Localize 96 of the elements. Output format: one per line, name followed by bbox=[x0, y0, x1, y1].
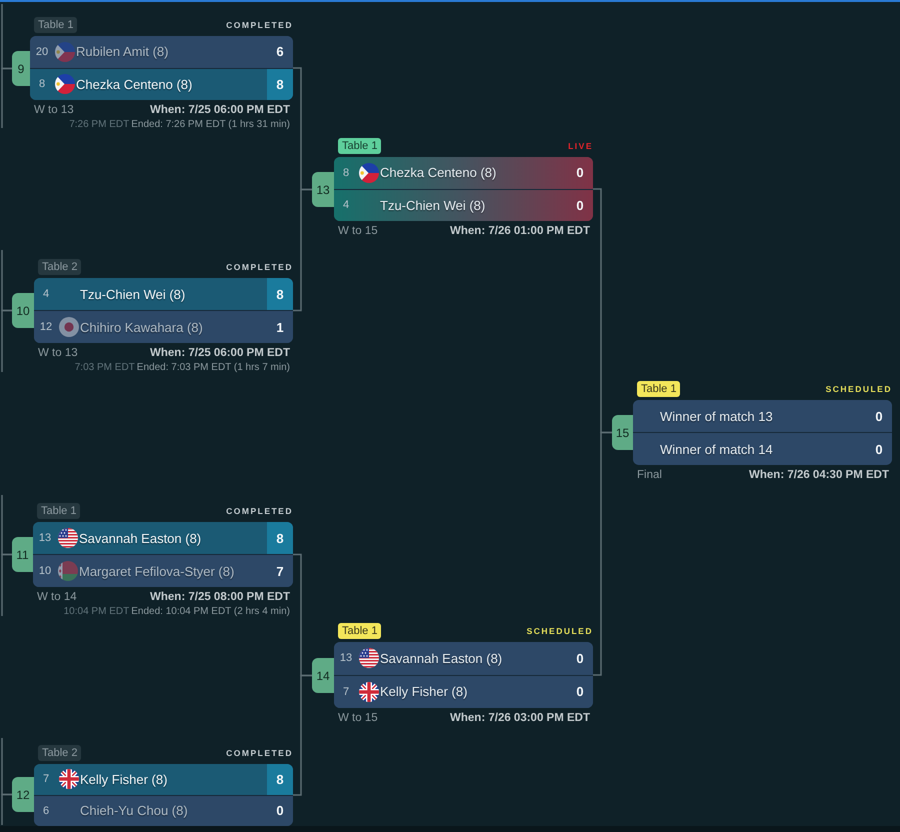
next-match-note: W to 15 bbox=[338, 225, 378, 237]
score: 8 bbox=[267, 764, 293, 794]
next-match-note: W to 15 bbox=[338, 712, 378, 724]
status-label: COMPLETED bbox=[226, 262, 293, 273]
status-label: SCHEDULED bbox=[826, 384, 892, 395]
score: 0 bbox=[874, 408, 884, 426]
bracket-line bbox=[1, 794, 12, 825]
score: 0 bbox=[275, 802, 285, 820]
player-name: Rubilen Amit (8) bbox=[75, 44, 170, 60]
table-tag: Table 1 bbox=[338, 138, 382, 154]
scheduled-time: When: 7/26 04:30 PM EDT bbox=[749, 469, 889, 481]
player-name: Chezka Centeno (8) bbox=[75, 76, 194, 92]
end-time: Ended: 10:04 PM EDT (2 hrs 4 min) bbox=[131, 606, 290, 617]
player-name: Kelly Fisher (8) bbox=[379, 684, 468, 700]
next-match-note: W to 14 bbox=[37, 591, 77, 603]
seed-number: 6 bbox=[42, 804, 50, 817]
seed-number: 13 bbox=[338, 652, 354, 664]
player-row bbox=[334, 188, 593, 221]
score: 0 bbox=[575, 683, 585, 702]
player-row bbox=[633, 432, 892, 465]
score: 8 bbox=[267, 522, 293, 554]
faint-end-time: 10:04 PM EDT bbox=[64, 606, 130, 617]
faint-end-time: 7:26 PM EDT bbox=[69, 119, 130, 130]
match-number-tab: 9 bbox=[12, 51, 30, 86]
next-match-note: W to 13 bbox=[34, 104, 74, 116]
player-name: Tzu-Chien Wei (8) bbox=[79, 286, 186, 302]
match-number-tab: 13 bbox=[312, 172, 334, 207]
player-row bbox=[34, 278, 293, 310]
score: 7 bbox=[275, 562, 285, 580]
scheduled-time: When: 7/26 03:00 PM EDT bbox=[450, 712, 590, 724]
player-name: Chieh-Yu Chou (8) bbox=[79, 803, 189, 818]
seed-number: 7 bbox=[342, 686, 350, 698]
bracket-line bbox=[293, 188, 312, 312]
scheduled-time: When: 7/25 06:00 PM EDT bbox=[150, 104, 290, 116]
table-tag: Table 2 bbox=[38, 259, 82, 275]
table-tag: Table 1 bbox=[37, 503, 80, 519]
next-match-note: W to 13 bbox=[38, 347, 78, 359]
score: 0 bbox=[575, 164, 585, 182]
scheduled-time: When: 7/25 06:00 PM EDT bbox=[150, 347, 290, 359]
seed-number: 20 bbox=[34, 46, 50, 58]
player-name: Kelly Fisher (8) bbox=[79, 772, 168, 787]
player-name: Chihiro Kawahara (8) bbox=[79, 320, 204, 334]
seed-number: 4 bbox=[42, 288, 50, 300]
score: 0 bbox=[874, 440, 884, 458]
player-name: Winner of match 13 bbox=[659, 408, 774, 424]
player-row bbox=[33, 554, 293, 587]
bracket-line bbox=[1, 68, 12, 128]
match-number-tab: 10 bbox=[12, 293, 34, 328]
end-time: Ended: 7:03 PM EDT (1 hrs 7 min) bbox=[136, 362, 290, 373]
score: 6 bbox=[275, 43, 285, 62]
status-label: COMPLETED bbox=[226, 506, 293, 517]
status-label: COMPLETED bbox=[226, 20, 293, 31]
player-row bbox=[30, 68, 293, 100]
score: 8 bbox=[267, 278, 293, 310]
next-match-note: Final bbox=[637, 469, 662, 481]
seed-number: 8 bbox=[38, 78, 46, 90]
match-number-tab: 15 bbox=[612, 415, 633, 450]
table-tag: Table 2 bbox=[38, 745, 82, 761]
status-label: LIVE bbox=[568, 141, 593, 152]
status-label: COMPLETED bbox=[226, 748, 293, 759]
bracket-line bbox=[1, 310, 12, 372]
player-name: Savannah Easton (8) bbox=[78, 530, 202, 546]
status-label: SCHEDULED bbox=[526, 626, 593, 637]
score: 0 bbox=[575, 196, 585, 215]
match-number-tab: 11 bbox=[12, 537, 33, 572]
seed-number: 10 bbox=[38, 565, 52, 577]
table-tag: Table 1 bbox=[637, 381, 680, 397]
seed-number: 4 bbox=[342, 199, 350, 212]
score: 0 bbox=[575, 650, 585, 668]
player-row bbox=[334, 674, 593, 708]
player-row bbox=[34, 764, 293, 794]
end-time: Ended: 7:26 PM EDT (1 hrs 31 min) bbox=[131, 119, 290, 130]
seed-number: 8 bbox=[342, 166, 350, 179]
seed-number: 12 bbox=[38, 321, 54, 333]
score: 1 bbox=[275, 318, 285, 336]
player-name: Chezka Centeno (8) bbox=[379, 165, 498, 180]
player-name: Margaret Fefilova-Styer (8) bbox=[78, 564, 236, 578]
player-row bbox=[33, 522, 293, 554]
match-number-tab: 12 bbox=[12, 777, 34, 812]
seed-number: 13 bbox=[38, 532, 52, 544]
scheduled-time: When: 7/25 08:00 PM EDT bbox=[150, 591, 290, 603]
seed-number: 7 bbox=[42, 773, 50, 786]
bracket-line bbox=[593, 432, 612, 676]
table-tag: Table 1 bbox=[34, 17, 78, 33]
player-name: Tzu-Chien Wei (8) bbox=[379, 198, 486, 213]
score: 8 bbox=[267, 68, 293, 100]
player-name: Savannah Easton (8) bbox=[379, 650, 504, 666]
player-name: Winner of match 14 bbox=[659, 442, 774, 456]
table-tag: Table 1 bbox=[338, 623, 382, 639]
match-number-tab: 14 bbox=[312, 658, 334, 693]
faint-end-time: 7:03 PM EDT bbox=[74, 362, 135, 373]
bracket-line bbox=[1, 554, 12, 616]
bracket-line bbox=[293, 674, 312, 796]
player-row bbox=[34, 794, 293, 826]
player-row bbox=[34, 310, 293, 343]
scheduled-time: When: 7/26 01:00 PM EDT bbox=[450, 225, 590, 237]
